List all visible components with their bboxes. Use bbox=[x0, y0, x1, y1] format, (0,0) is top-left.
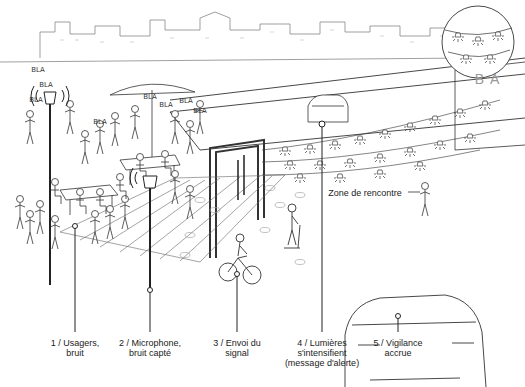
leader-lines bbox=[73, 121, 401, 332]
light-string bbox=[262, 100, 500, 175]
magnified-light bbox=[472, 37, 484, 46]
lamp-head bbox=[143, 176, 157, 188]
callout-label: 4 / Lumières s'intensifient (message d'a… bbox=[282, 338, 362, 368]
tray bbox=[408, 192, 420, 193]
paving-stones bbox=[180, 186, 305, 265]
waiter bbox=[420, 183, 430, 217]
speech-bla: BLA bbox=[26, 66, 50, 74]
lamp-post bbox=[149, 185, 151, 290]
magnified-light bbox=[492, 32, 504, 41]
parasol bbox=[110, 84, 195, 160]
crowd bbox=[15, 101, 205, 250]
gateway-arch bbox=[210, 140, 264, 258]
magnified-light bbox=[460, 55, 472, 64]
callout-label: 1 / Usagers, bruit bbox=[47, 338, 103, 358]
car bbox=[345, 295, 486, 387]
string-lights bbox=[279, 101, 491, 183]
magnified-light bbox=[452, 33, 464, 42]
cyclist bbox=[219, 234, 261, 284]
speech-bla: BLA bbox=[188, 107, 212, 115]
road-car bbox=[308, 95, 348, 122]
lamp-post bbox=[49, 100, 51, 285]
speech-bla: BLA bbox=[34, 81, 58, 89]
city-skyline bbox=[40, 12, 460, 58]
lamp-head bbox=[44, 92, 56, 104]
scooter-rider bbox=[284, 204, 300, 248]
speech-bla: BLA bbox=[138, 93, 162, 101]
callout-label: 3 / Envoi du signal bbox=[209, 338, 265, 358]
signal-waves bbox=[130, 168, 137, 188]
cafe-tables bbox=[60, 155, 180, 215]
speech-bla: BLA bbox=[174, 97, 198, 105]
magnifier-circle bbox=[442, 6, 514, 78]
small-post bbox=[238, 155, 244, 200]
speech-bla: BLA bbox=[24, 96, 48, 104]
river-bank bbox=[0, 58, 470, 62]
callout-label: 5 / Vigilance accrue bbox=[370, 338, 426, 358]
zone-label: Zone de rencontre bbox=[315, 188, 415, 198]
callout-label: 2 / Microphone, bruit capté bbox=[115, 338, 185, 358]
wall-lettering: BA bbox=[465, 72, 515, 86]
magnified-wire bbox=[445, 28, 512, 57]
skyline-windows bbox=[60, 30, 444, 42]
speech-bla: BLA bbox=[154, 101, 178, 109]
magnified-light bbox=[484, 55, 496, 64]
speech-bla: BLA bbox=[88, 118, 112, 126]
